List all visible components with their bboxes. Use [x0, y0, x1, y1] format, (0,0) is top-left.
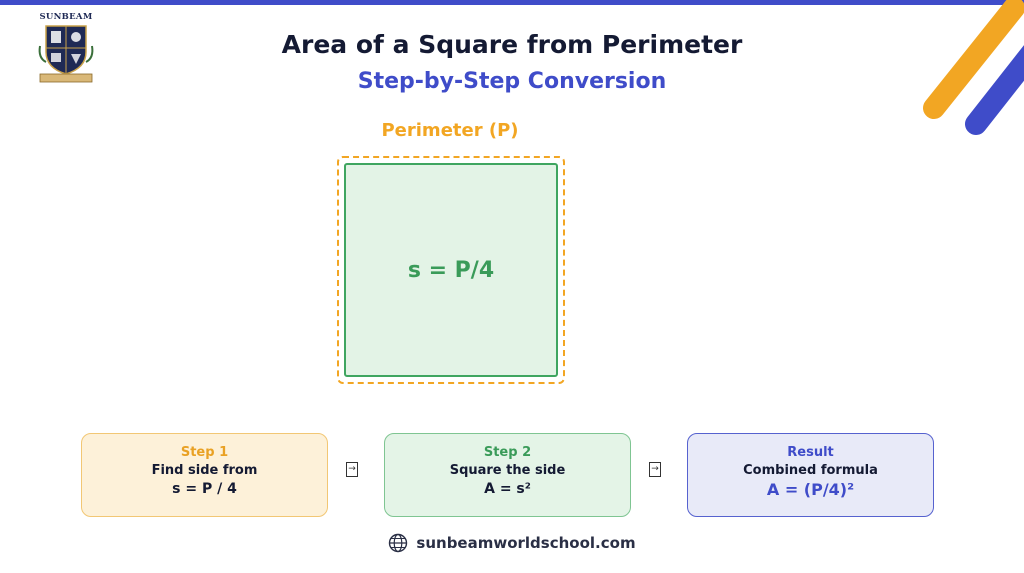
arrow-icon: → — [346, 462, 358, 477]
step-title: Step 2 — [483, 445, 532, 460]
step-title: Result — [787, 445, 834, 460]
arrow-icon: → — [649, 462, 661, 477]
step-1-card: Step 1 Find side from s = P / 4 — [81, 433, 328, 517]
step-formula: A = (P/4)² — [766, 480, 855, 499]
step-formula: A = s² — [484, 481, 531, 497]
step-description: Square the side — [449, 463, 566, 478]
logo-wordmark: SUNBEAM — [39, 12, 93, 22]
decorative-stripes — [923, 0, 1024, 135]
website-link[interactable]: sunbeamworldschool.com — [416, 534, 636, 552]
step-2-card: Step 2 Square the side A = s² — [384, 433, 631, 517]
page-subtitle: Step-by-Step Conversion — [357, 69, 667, 94]
step-description: Find side from — [151, 463, 258, 478]
step-formula: s = P / 4 — [172, 481, 237, 497]
step-description: Combined formula — [743, 463, 878, 478]
result-card: Result Combined formula A = (P/4)² — [687, 433, 934, 517]
top-accent-bar — [0, 0, 1024, 5]
square-shape: s = P/4 — [344, 163, 558, 377]
perimeter-dashed-outline — [337, 156, 565, 384]
school-logo: SUNBEAM — [36, 12, 96, 83]
perimeter-label: Perimeter (P) — [381, 120, 519, 141]
page-title: Area of a Square from Perimeter — [281, 30, 743, 59]
crest-icon — [38, 25, 94, 83]
side-formula: s = P/4 — [407, 257, 495, 283]
globe-icon — [389, 533, 408, 553]
step-title: Step 1 — [180, 445, 229, 460]
footer: sunbeamworldschool.com — [0, 533, 1024, 553]
